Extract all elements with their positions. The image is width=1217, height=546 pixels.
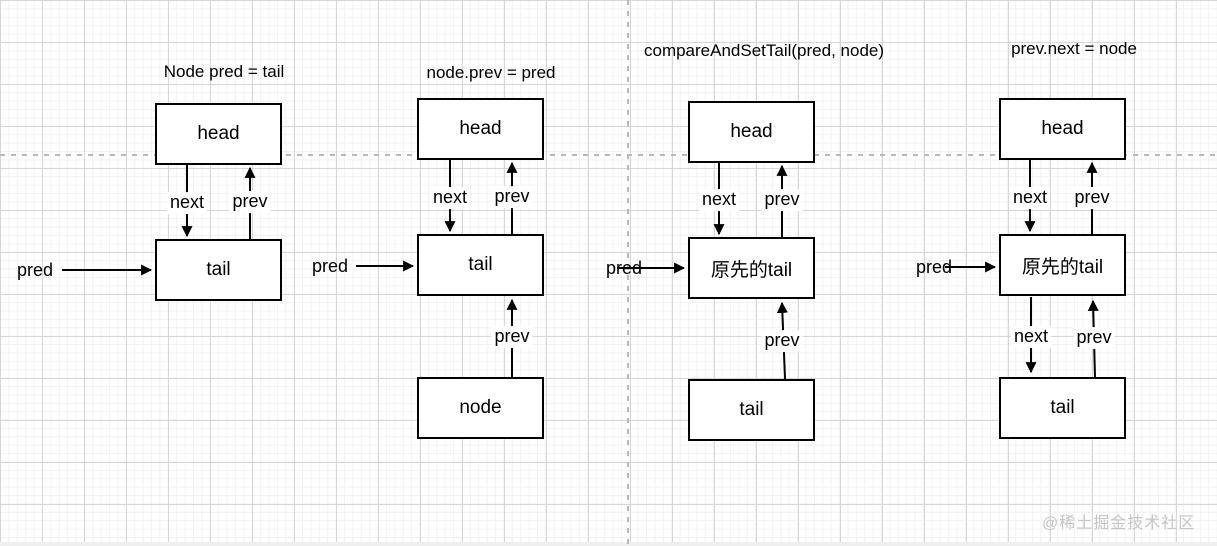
d2-tail-node: tail <box>417 234 544 296</box>
d4-tail-node: tail <box>999 377 1126 439</box>
d2-node-node: node <box>417 377 544 439</box>
horizontal-page-guide-dashed-line <box>0 154 1217 156</box>
vertical-page-guide-dashed-line <box>627 0 629 546</box>
d3-head-node: head <box>688 101 815 163</box>
d3-next-label: next <box>698 189 740 211</box>
d4-prev-label: prev <box>1071 187 1113 209</box>
d1-next-label: next <box>166 192 208 214</box>
d3-original-tail-node: 原先的tail <box>688 237 815 299</box>
d3-tail-node: tail <box>688 379 815 441</box>
d2-title: node.prev = pred <box>426 63 556 82</box>
d1-prev-label: prev <box>229 191 271 213</box>
window-bottom-edge <box>0 542 1217 546</box>
d2-head-node: head <box>417 98 544 160</box>
d1-tail-node: tail <box>155 239 282 301</box>
d4-next-bottom-label: next <box>1010 326 1052 348</box>
d4-next-label: next <box>1009 187 1051 209</box>
juejin-watermark: @稀土掘金技术社区 <box>1042 515 1196 532</box>
d3-prev-bottom-label: prev <box>761 330 803 352</box>
d4-head-node: head <box>999 98 1126 160</box>
d1-title: Node pred = tail <box>163 62 285 81</box>
d4-original-tail-node: 原先的tail <box>999 234 1126 296</box>
d2-prev-bottom-label: prev <box>491 326 533 348</box>
d4-title: prev.next = node <box>1011 39 1137 58</box>
d1-head-node: head <box>155 103 282 165</box>
d4-pred-label: pred <box>915 257 953 277</box>
d1-pred-label: pred <box>16 260 54 280</box>
d4-prev-bottom-label: prev <box>1073 327 1115 349</box>
d2-prev-label: prev <box>491 186 533 208</box>
d3-prev-label: prev <box>761 189 803 211</box>
d2-pred-label: pred <box>311 256 349 276</box>
d3-title: compareAndSetTail(pred, node) <box>643 41 885 60</box>
d2-next-label: next <box>429 187 471 209</box>
